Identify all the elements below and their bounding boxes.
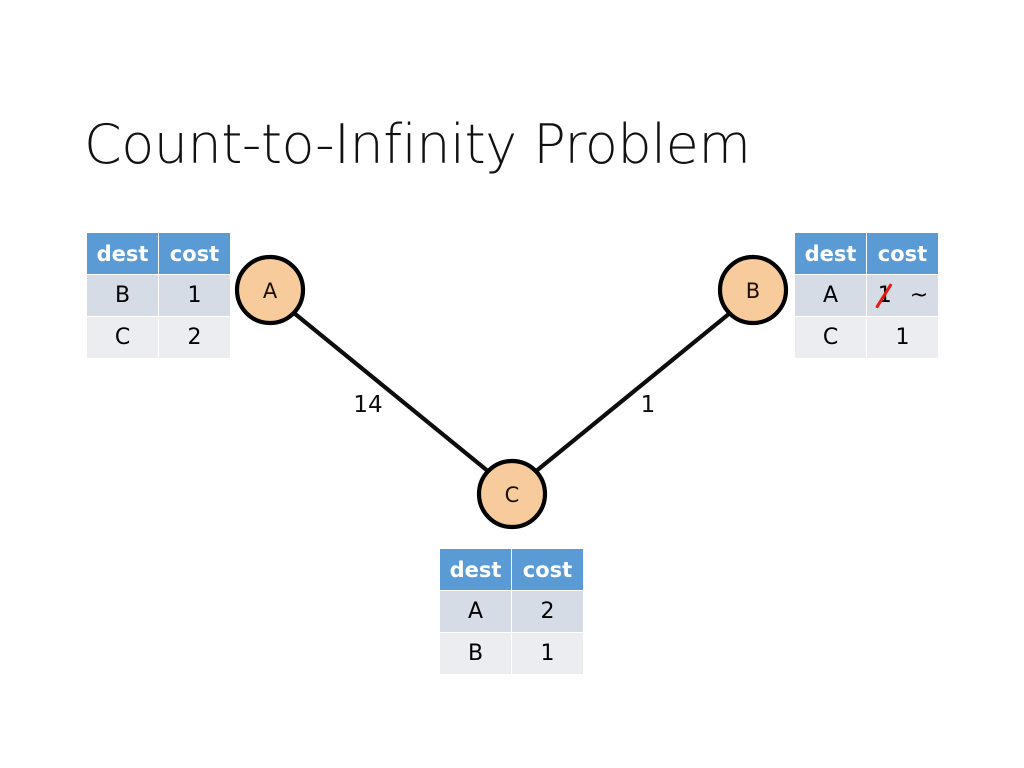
new-cost-value: ~ — [909, 283, 929, 308]
node-a-label: A — [263, 279, 278, 303]
table-row: C 2 — [86, 316, 231, 359]
cell-cost-struck: 1 ~ — [866, 274, 939, 317]
cell-cost: 1 — [158, 274, 231, 317]
column-header-cost: cost — [511, 548, 584, 591]
table-header-row: dest cost — [794, 232, 939, 275]
cell-dest: C — [86, 316, 159, 359]
edge-a-c — [291, 310, 492, 475]
table-row: B 1 — [86, 274, 231, 317]
table-row: A 2 — [439, 590, 584, 633]
page-title: Count-to-Infinity Problem — [84, 113, 751, 176]
node-c[interactable] — [476, 458, 548, 530]
routing-table-node-b: dest cost A 1 ~ C 1 — [794, 232, 939, 359]
cell-cost: 1 — [866, 316, 939, 359]
table-header-row: dest cost — [439, 548, 584, 591]
table-header-row: dest cost — [86, 232, 231, 275]
edge-label-a-c: 14 — [353, 392, 382, 418]
cell-dest: A — [794, 274, 867, 317]
column-header-cost: cost — [158, 232, 231, 275]
cell-dest: C — [794, 316, 867, 359]
edge-b-c — [532, 310, 733, 475]
table-row: B 1 — [439, 632, 584, 675]
node-b[interactable] — [717, 254, 789, 326]
node-a[interactable] — [234, 254, 306, 326]
struck-value-wrapper: 1 — [874, 282, 893, 309]
table-row: A 1 ~ — [794, 274, 939, 317]
cell-cost: 1 — [511, 632, 584, 675]
cell-dest: A — [439, 590, 512, 633]
node-c-label: C — [505, 483, 520, 507]
cell-cost: 2 — [158, 316, 231, 359]
routing-table-node-c: dest cost A 2 B 1 — [439, 548, 584, 675]
table-row: C 1 — [794, 316, 939, 359]
column-header-dest: dest — [794, 232, 867, 275]
cell-cost: 2 — [511, 590, 584, 633]
node-b-label: B — [746, 279, 760, 303]
routing-table-node-a: dest cost B 1 C 2 — [86, 232, 231, 359]
cell-dest: B — [86, 274, 159, 317]
column-header-dest: dest — [439, 548, 512, 591]
column-header-dest: dest — [86, 232, 159, 275]
cell-dest: B — [439, 632, 512, 675]
edge-label-b-c: 1 — [641, 392, 656, 418]
column-header-cost: cost — [866, 232, 939, 275]
